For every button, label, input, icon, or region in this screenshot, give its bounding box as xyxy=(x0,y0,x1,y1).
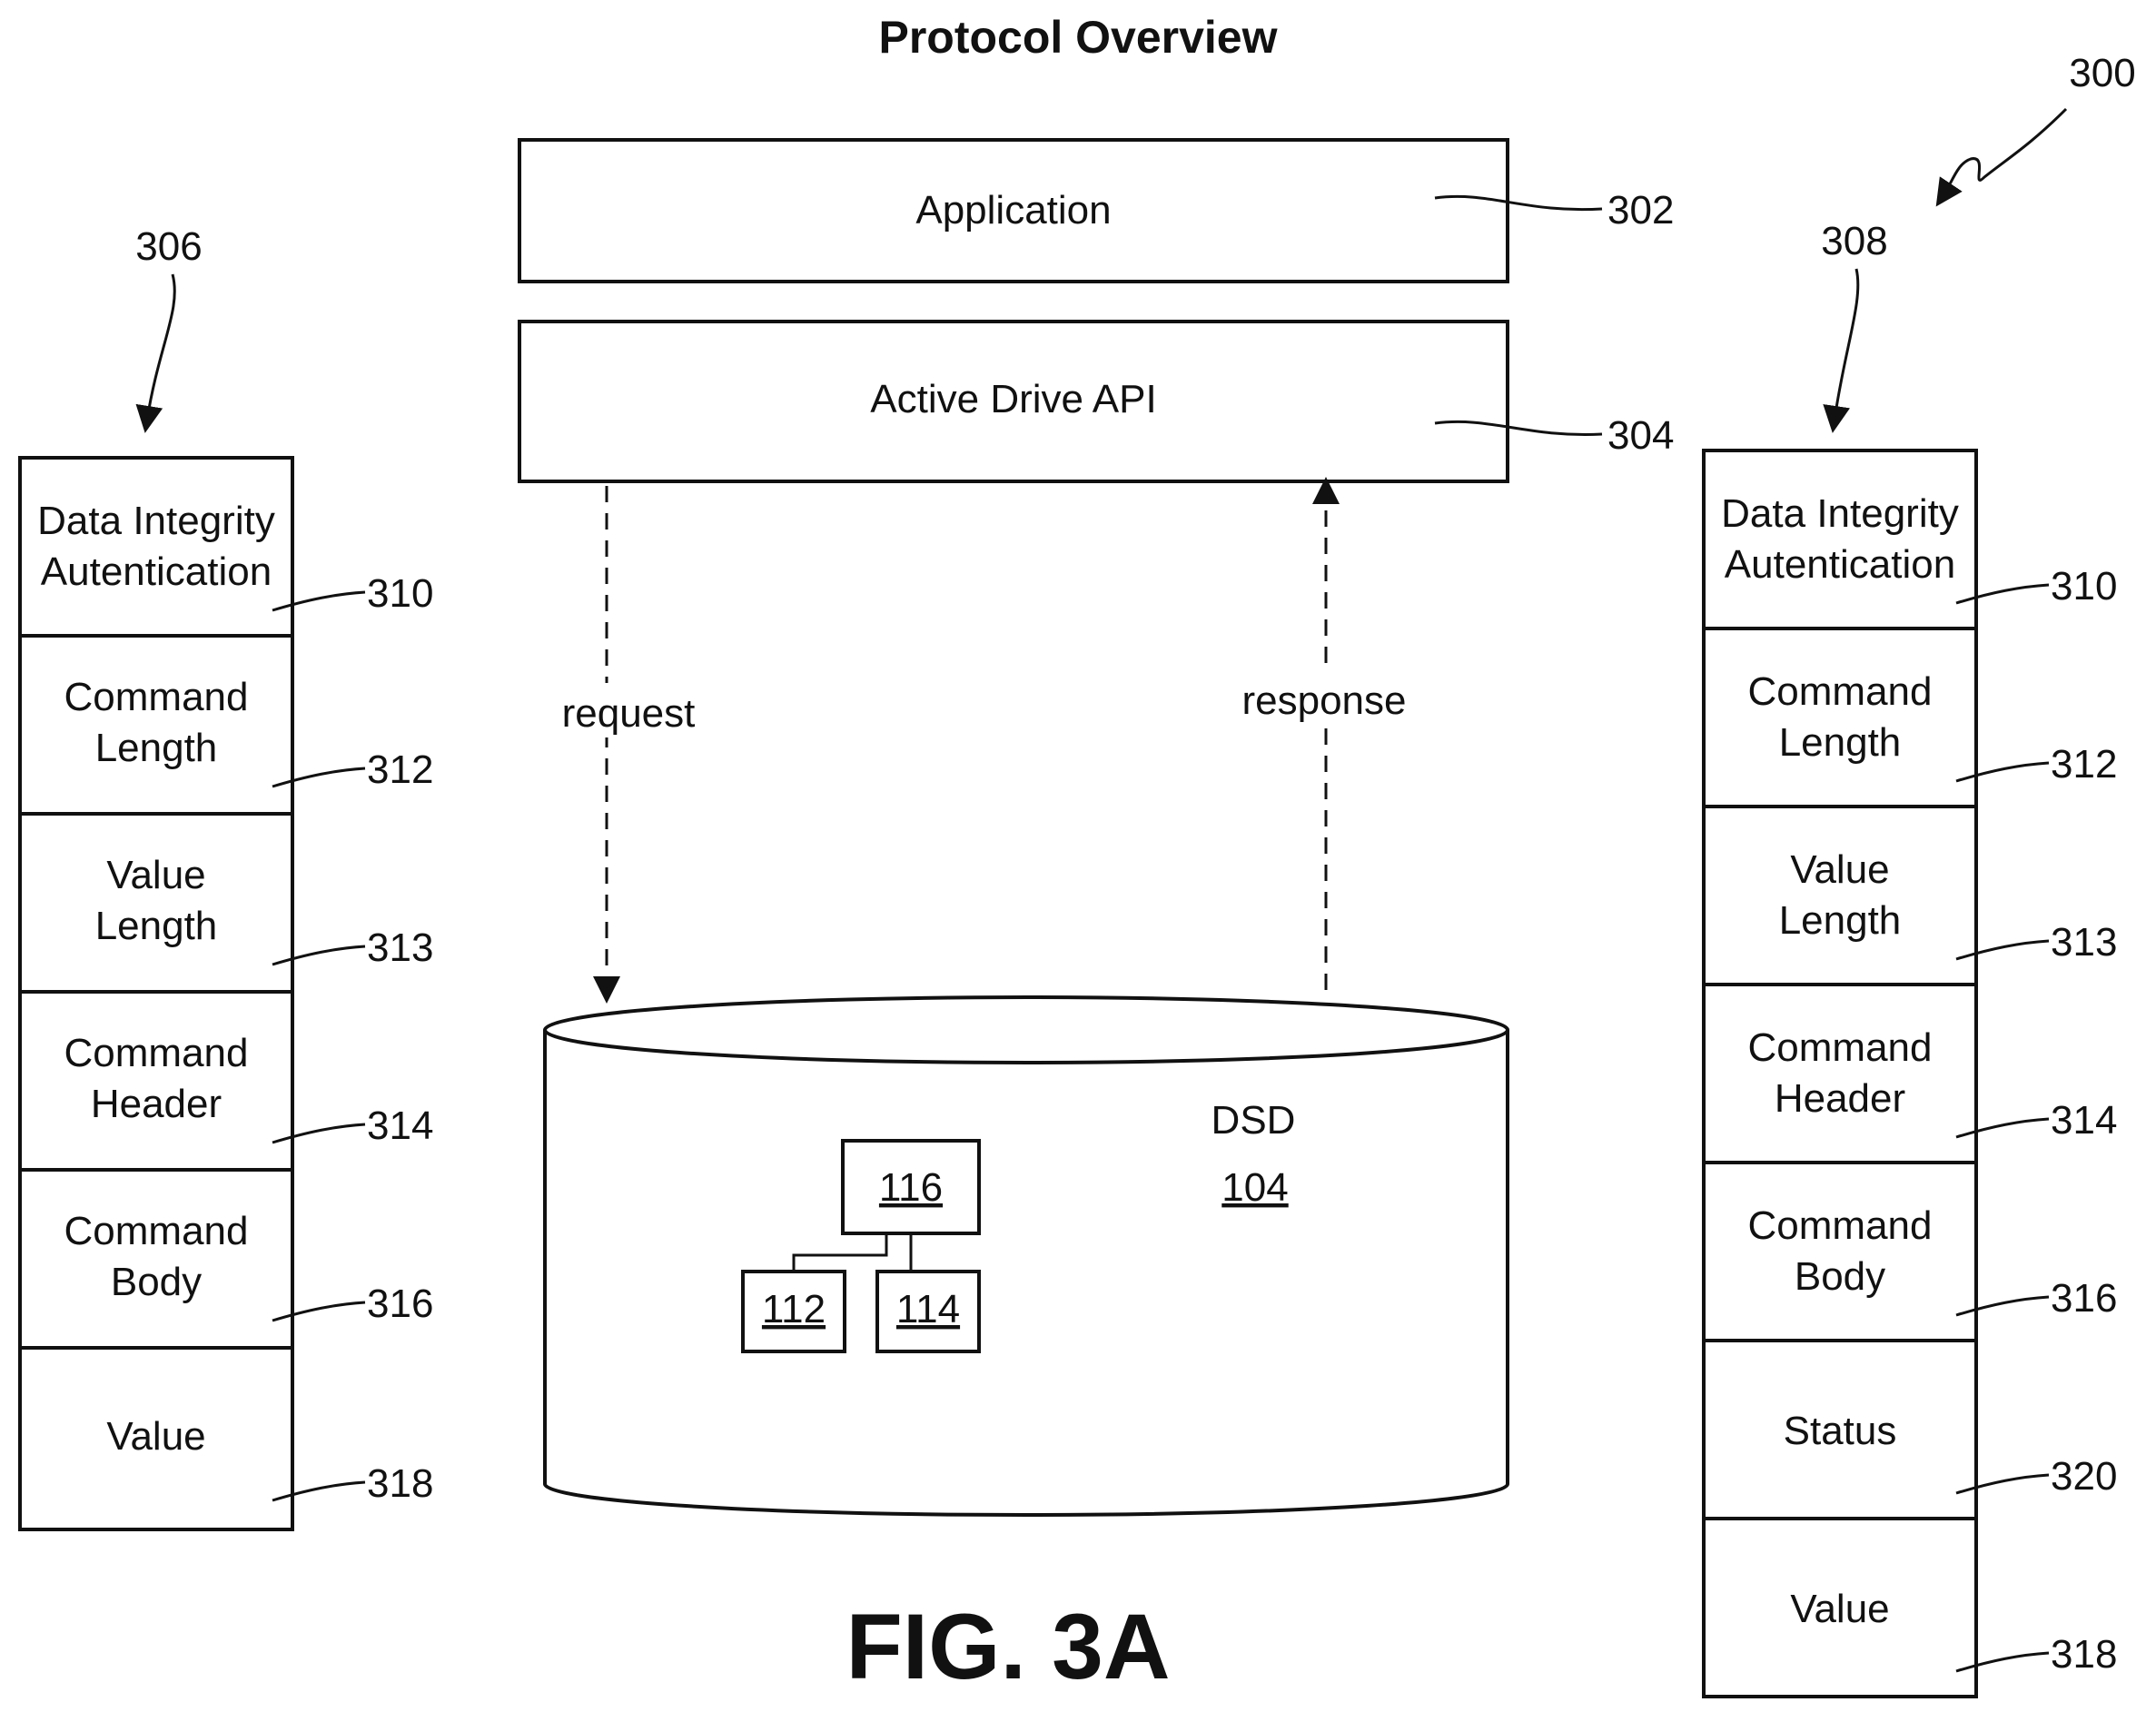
request-field-data-integrity xyxy=(20,458,292,636)
response-message-ref: 308 xyxy=(1821,219,1887,263)
response-message-stack: Data Integrity Autentication 310 Command… xyxy=(1704,450,2117,1697)
request-field-command-header xyxy=(20,992,292,1170)
request-field-line1: Command xyxy=(64,1209,249,1253)
request-field-line2: Length xyxy=(95,726,218,770)
figure-ref-label: 300 xyxy=(2069,51,2135,95)
application-ref: 302 xyxy=(1607,188,1674,233)
response-field-ref: 316 xyxy=(2051,1276,2117,1321)
drive-label: DSD xyxy=(1212,1098,1296,1143)
request-field-line2: Length xyxy=(95,904,218,948)
request-field-command-length xyxy=(20,636,292,814)
page-title: Protocol Overview xyxy=(878,12,1277,63)
request-field-ref: 314 xyxy=(367,1103,433,1148)
component-116-ref: 116 xyxy=(879,1165,943,1210)
request-label: request xyxy=(562,691,696,736)
request-field-line1: Command xyxy=(64,1031,249,1075)
figure-ref-arrow xyxy=(1943,109,2066,195)
response-field-line2: Length xyxy=(1779,898,1902,943)
response-field-value-length xyxy=(1704,807,1976,985)
request-field-line1: Value xyxy=(106,853,205,897)
response-field-ref: 313 xyxy=(2051,920,2117,965)
request-field-ref: 310 xyxy=(367,571,433,616)
active-drive-api-label: Active Drive API xyxy=(870,377,1156,421)
response-field-data-integrity xyxy=(1704,450,1976,628)
response-label: response xyxy=(1241,678,1406,723)
response-field-line2: Body xyxy=(1795,1254,1885,1299)
request-field-line2: Header xyxy=(91,1082,222,1126)
response-field-line1: Command xyxy=(1748,1025,1933,1070)
response-message-arrow xyxy=(1835,269,1858,420)
drive-cylinder-top xyxy=(545,997,1508,1063)
request-field-line1: Value xyxy=(106,1414,205,1459)
response-field-line1: Data Integrity xyxy=(1721,491,1959,536)
request-field-ref: 316 xyxy=(367,1282,433,1326)
request-field-line2: Body xyxy=(111,1260,202,1304)
figure-label: FIG. 3A xyxy=(846,1595,1170,1698)
response-field-line2: Autentication xyxy=(1725,542,1955,587)
request-message-stack: Data Integrity Autentication 310 Command… xyxy=(20,458,433,1529)
response-field-line1: Command xyxy=(1748,669,1933,714)
response-field-line1: Status xyxy=(1784,1409,1897,1453)
component-114-ref: 114 xyxy=(896,1287,960,1331)
response-field-command-header xyxy=(1704,985,1976,1163)
request-field-ref: 318 xyxy=(367,1461,433,1506)
request-field-value-length xyxy=(20,814,292,992)
response-field-line1: Command xyxy=(1748,1203,1933,1248)
drive-ref: 104 xyxy=(1221,1165,1288,1210)
request-field-line1: Data Integrity xyxy=(37,499,275,543)
response-field-ref: 312 xyxy=(2051,742,2117,787)
response-field-line1: Value xyxy=(1790,847,1889,892)
response-field-command-length xyxy=(1704,628,1976,807)
application-label: Application xyxy=(915,188,1111,233)
response-field-command-body xyxy=(1704,1163,1976,1341)
active-drive-api-ref: 304 xyxy=(1607,413,1674,458)
request-field-ref: 313 xyxy=(367,925,433,970)
request-field-command-body xyxy=(20,1170,292,1348)
response-field-line2: Header xyxy=(1775,1076,1905,1121)
response-field-line2: Length xyxy=(1779,720,1902,765)
response-field-ref: 314 xyxy=(2051,1098,2117,1143)
request-field-ref: 312 xyxy=(367,747,433,792)
request-message-ref: 306 xyxy=(135,224,202,269)
component-112-ref: 112 xyxy=(762,1287,826,1331)
drive-cylinder-body xyxy=(545,1030,1508,1515)
response-field-line1: Value xyxy=(1790,1587,1889,1631)
request-message-arrow xyxy=(147,274,174,420)
request-field-line1: Command xyxy=(64,675,249,719)
request-field-line2: Autentication xyxy=(41,549,272,594)
response-field-ref: 318 xyxy=(2051,1632,2117,1677)
response-field-ref: 310 xyxy=(2051,564,2117,609)
response-field-ref: 320 xyxy=(2051,1454,2117,1499)
